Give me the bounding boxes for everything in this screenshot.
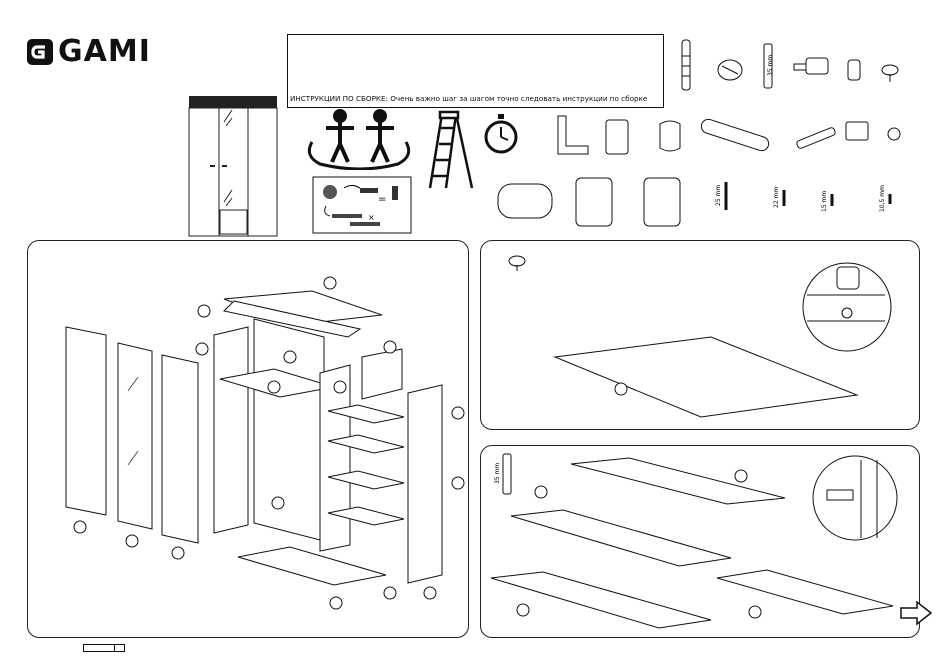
wardrobe-icon (186, 92, 282, 240)
two-people-icon (300, 108, 418, 170)
step-2-diagram: 35 mm (481, 446, 921, 639)
cam-lock-icon (718, 60, 742, 80)
svg-text:=: = (378, 194, 386, 205)
screw-22-label: 22 mm (773, 187, 780, 208)
handle-icon (498, 184, 552, 218)
support-icon (846, 122, 868, 140)
next-arrow-icon[interactable] (899, 600, 933, 626)
instruction-notice-text: ИНСТРУКЦИИ ПО СБОРКЕ: Очень важно шаг за… (290, 94, 647, 103)
step-1-panel (480, 240, 920, 430)
middle-partition (320, 365, 350, 551)
dowel-detail (813, 456, 897, 540)
hinge-icon-2 (644, 178, 680, 226)
shelf-pin-icon (888, 128, 900, 140)
left-side-panel (214, 327, 248, 533)
screw-105-label: 10,5 mm (879, 185, 886, 212)
hinge-plate-icon (606, 120, 628, 154)
hammer-detail (803, 263, 891, 351)
connector-icon (794, 58, 828, 74)
glide-foot-icon (509, 256, 525, 271)
angle-bracket-icon (558, 116, 588, 154)
pin-icon (796, 127, 836, 149)
shelf-clip-icon (660, 121, 680, 151)
screw-25-label: 25 mm (715, 185, 722, 206)
shelf-board-3 (491, 572, 711, 628)
glide-icon (882, 65, 898, 82)
right-small-panel (362, 349, 402, 399)
bottom-panel (238, 547, 386, 585)
bottom-board (555, 337, 857, 417)
svg-text:×: × (368, 213, 375, 222)
ladder-icon (428, 110, 478, 190)
hardware-row-2 (552, 110, 912, 166)
exploded-view-panel (27, 240, 469, 638)
clock-icon (482, 112, 520, 156)
step-2-panel: 35 mm (480, 445, 920, 638)
door-panel-1 (66, 327, 106, 515)
step-1-diagram (481, 241, 921, 431)
hardware-row-3: 25 mm 22 mm 15 mm 10,5 mm (490, 170, 910, 234)
exploded-view-diagram (28, 241, 470, 639)
right-side-panel (408, 385, 442, 583)
dowel-height-label: 35 mm (767, 55, 774, 76)
brand-name: GAMI (58, 34, 151, 69)
dowel-icon (503, 454, 511, 494)
door-panel-3 (162, 355, 198, 543)
bolt-icon (682, 40, 690, 90)
shelf-board-1 (571, 458, 785, 504)
page-indicator-box (83, 644, 125, 652)
screw-15-label: 15 mm (821, 191, 828, 212)
gami-logo-icon (26, 38, 54, 66)
shelf-board-4 (717, 570, 893, 614)
hardware-row-1: 35 mm (672, 36, 912, 96)
nut-icon (848, 60, 860, 80)
instruction-notice-box: ИНСТРУКЦИИ ПО СБОРКЕ: Очень важно шаг за… (287, 34, 664, 108)
shelf-board-2 (511, 510, 731, 566)
door-mirror-panel (118, 343, 152, 529)
dowel-length-label: 35 mm (494, 463, 501, 484)
hinge-icon-1 (576, 178, 612, 226)
rail-icon (700, 118, 771, 153)
brand-logo: GAMI (26, 34, 151, 69)
hammer-tool-icon: = × (312, 176, 412, 234)
